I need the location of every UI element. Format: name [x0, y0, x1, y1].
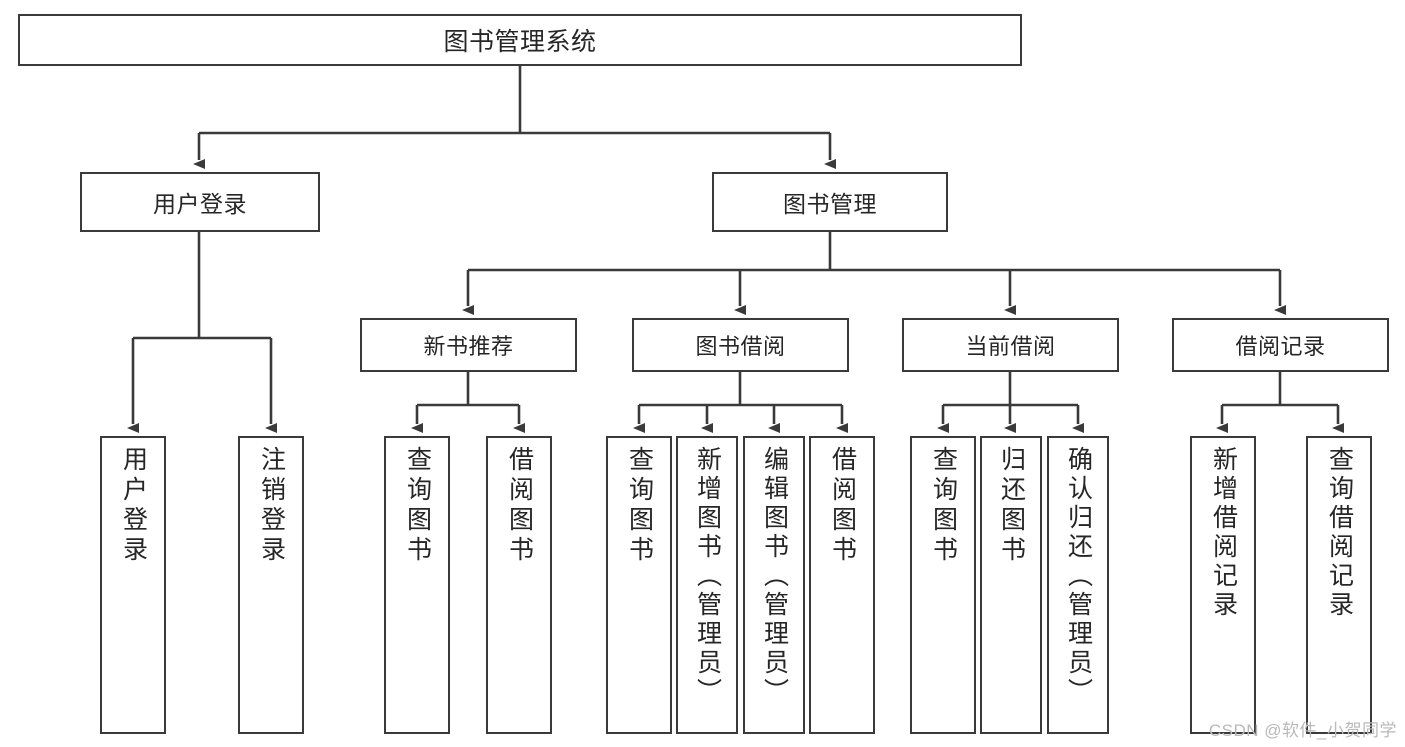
node-new-book-recommend-label: 新书推荐: [423, 334, 514, 359]
node-leaf-user-login-label: 用户登录: [119, 446, 148, 566]
node-leaf-user-login[interactable]: 用户登录: [100, 436, 166, 734]
node-current-borrow-label: 当前借阅: [965, 334, 1056, 359]
node-leaf-return-book-label: 归还图书: [997, 446, 1026, 566]
node-borrow-record-label: 借阅记录: [1235, 334, 1326, 359]
node-leaf-borrow-book-1[interactable]: 借阅图书: [486, 436, 552, 734]
node-leaf-confirm-return-label: 确认归还（管理员）: [1064, 446, 1093, 707]
node-book-management[interactable]: 图书管理: [712, 172, 948, 232]
node-leaf-query-book-2-label: 查询图书: [625, 446, 654, 566]
node-leaf-logout-login[interactable]: 注销登录: [238, 436, 304, 734]
node-leaf-add-borrow-record[interactable]: 新增借阅记录: [1190, 436, 1256, 734]
node-current-borrow[interactable]: 当前借阅: [902, 318, 1119, 372]
node-new-book-recommend[interactable]: 新书推荐: [360, 318, 577, 372]
node-root-label: 图书管理系统: [443, 28, 597, 56]
node-root[interactable]: 图书管理系统: [18, 14, 1022, 66]
node-leaf-return-book[interactable]: 归还图书: [980, 436, 1042, 734]
node-book-borrow-label: 图书借阅: [695, 334, 786, 359]
node-borrow-record[interactable]: 借阅记录: [1172, 318, 1389, 372]
node-leaf-logout-login-label: 注销登录: [257, 446, 286, 566]
node-leaf-query-book-1-label: 查询图书: [403, 446, 432, 566]
node-leaf-add-book[interactable]: 新增图书（管理员）: [676, 436, 738, 734]
node-leaf-borrow-book-1-label: 借阅图书: [505, 446, 534, 566]
node-leaf-query-book-2[interactable]: 查询图书: [606, 436, 672, 734]
node-leaf-query-book-1[interactable]: 查询图书: [384, 436, 450, 734]
node-leaf-query-borrow-record[interactable]: 查询借阅记录: [1306, 436, 1372, 734]
node-leaf-query-book-3-label: 查询图书: [929, 446, 958, 566]
node-book-borrow[interactable]: 图书借阅: [632, 318, 849, 372]
node-leaf-confirm-return[interactable]: 确认归还（管理员）: [1047, 436, 1109, 734]
node-user-login[interactable]: 用户登录: [80, 172, 320, 232]
node-leaf-borrow-book-2[interactable]: 借阅图书: [809, 436, 875, 734]
node-leaf-edit-book[interactable]: 编辑图书（管理员）: [743, 436, 805, 734]
node-leaf-edit-book-label: 编辑图书（管理员）: [760, 446, 789, 707]
csdn-watermark: CSDN @软件_小贺同学: [1208, 721, 1397, 740]
node-leaf-add-book-label: 新增图书（管理员）: [693, 446, 722, 707]
node-book-management-label: 图书管理: [783, 191, 877, 217]
node-leaf-query-borrow-record-label: 查询借阅记录: [1325, 446, 1354, 620]
node-leaf-add-borrow-record-label: 新增借阅记录: [1209, 446, 1238, 620]
node-leaf-query-book-3[interactable]: 查询图书: [910, 436, 976, 734]
node-leaf-borrow-book-2-label: 借阅图书: [828, 446, 857, 566]
node-user-login-label: 用户登录: [153, 191, 247, 217]
